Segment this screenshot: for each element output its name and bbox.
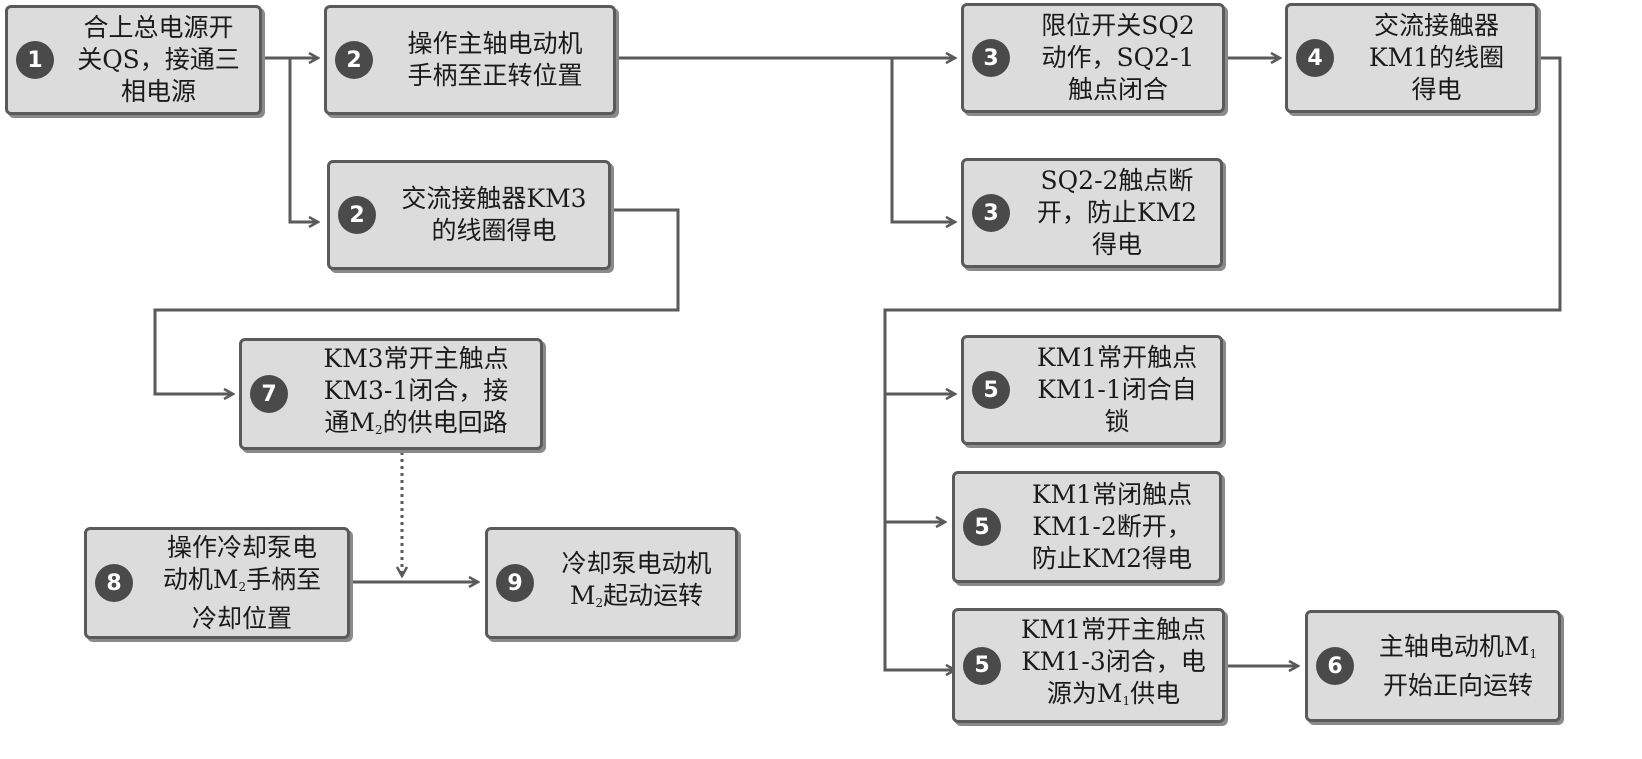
step-text-line: 合上总电源开 <box>83 13 234 42</box>
step-text-line: 限位开关SQ2 <box>1041 11 1195 40</box>
step-number-badge: 2 <box>338 196 376 234</box>
arrow-to-3b <box>890 58 955 222</box>
step-text-line: KM1-2断开， <box>1032 512 1192 541</box>
step-text-part: 源为M <box>1046 679 1123 708</box>
step-text-line: 动作，SQ2-1 <box>1041 43 1195 72</box>
step-6-box: 6 主轴电动机M1 开始正向运转 <box>1305 610 1561 722</box>
step-text-line: 相电源 <box>120 77 196 106</box>
step-number-badge: 5 <box>972 371 1010 409</box>
step-text-line: KM1的线圈 <box>1368 43 1505 72</box>
step-number-badge: 5 <box>963 508 1001 546</box>
step-text-part: 通M <box>324 407 375 437</box>
step-text-line: KM3常开主触点 <box>323 343 509 373</box>
step-4-box: 4 交流接触器 KM1的线圈 得电 <box>1285 3 1538 113</box>
step-8-box: 8 操作冷却泵电 动机M2手柄至 冷却位置 <box>84 527 350 639</box>
step-text-part: 起动运转 <box>603 580 704 610</box>
step-text-line: 操作冷却泵电 <box>166 532 317 562</box>
step-text-part: 主轴电动机M <box>1378 631 1530 661</box>
step-text-line: 锁 <box>1104 407 1130 436</box>
step-5c-box: 5 KM1常开主触点 KM1-3闭合，电 源为M1供电 <box>952 608 1225 723</box>
step-text-line: 关QS，接通三 <box>77 45 240 74</box>
step-number-badge: 8 <box>95 564 133 602</box>
step-text-line: 操作主轴电动机 <box>407 29 583 58</box>
step-text-line: KM1-1闭合自 <box>1037 375 1197 404</box>
subscript: 1 <box>1122 694 1131 708</box>
step-text-line: 得电 <box>1091 230 1142 259</box>
step-3a-box: 3 限位开关SQ2 动作，SQ2-1 触点闭合 <box>961 3 1225 113</box>
step-text-line: 的线圈得电 <box>431 216 557 245</box>
step-text-part: M <box>569 580 596 610</box>
step-text-line: 得电 <box>1411 75 1462 104</box>
step-9-box: 9 冷却泵电动机 M2起动运转 <box>485 527 738 639</box>
step-text-line: 防止KM2得电 <box>1031 544 1193 573</box>
arrow-4-to-branches <box>883 56 1562 670</box>
step-text-line: 主轴电动机M1 <box>1364 631 1552 670</box>
step-text-line: 开，防止KM2 <box>1036 198 1198 227</box>
step-text-line: 交流接触器KM3 <box>401 184 587 213</box>
step-number-badge: 9 <box>496 564 534 602</box>
step-number-badge: 6 <box>1316 647 1354 685</box>
step-text-line: KM3-1闭合，接 <box>323 375 509 405</box>
step-text-part: 手柄至 <box>246 564 322 594</box>
subscript: 2 <box>374 422 383 437</box>
step-text-part: 动机M <box>162 564 239 594</box>
step-5b-box: 5 KM1常闭触点 KM1-2断开， 防止KM2得电 <box>952 471 1222 583</box>
step-text-part: 供电 <box>1130 679 1181 708</box>
step-text-line: 冷却泵电动机 <box>561 548 712 578</box>
step-text-part: 的供电回路 <box>382 407 508 437</box>
step-text-line: 触点闭合 <box>1067 75 1168 104</box>
step-text-line: SQ2-2触点断 <box>1040 166 1194 195</box>
step-5a-box: 5 KM1常开触点 KM1-1闭合自 锁 <box>961 335 1223 445</box>
subscript: 2 <box>238 579 247 594</box>
step-number-badge: 2 <box>335 41 373 79</box>
step-2a-box: 2 操作主轴电动机 手柄至正转位置 <box>324 5 616 115</box>
step-3b-box: 3 SQ2-2触点断 开，防止KM2 得电 <box>961 158 1223 268</box>
arrow-1-to-2b <box>288 58 318 222</box>
step-number-badge: 3 <box>972 194 1010 232</box>
step-text-line: KM1-3闭合，电 <box>1021 647 1206 676</box>
arrow-2b-to-7 <box>153 208 680 394</box>
step-text-line: M2起动运转 <box>544 580 729 619</box>
subscript: 1 <box>1529 646 1538 661</box>
step-number-badge: 7 <box>250 375 288 413</box>
step-text-line: KM1常开触点 <box>1036 343 1198 372</box>
step-text-line: KM1常开主触点 <box>1020 615 1207 644</box>
step-number-badge: 4 <box>1296 39 1334 77</box>
step-text-line: 通M2的供电回路 <box>298 407 534 446</box>
step-1-box: 1 合上总电源开 关QS，接通三 相电源 <box>5 5 262 115</box>
step-text-line: 动机M2手柄至 <box>143 564 341 603</box>
step-text-line: 开始正向运转 <box>1382 670 1533 700</box>
step-number-badge: 5 <box>963 646 1001 685</box>
step-2b-box: 2 交流接触器KM3 的线圈得电 <box>327 160 611 270</box>
step-text-line: 源为M1供电 <box>1011 678 1216 717</box>
step-number-badge: 3 <box>972 39 1010 77</box>
step-number-badge: 1 <box>16 41 54 79</box>
step-text-line: 交流接触器 <box>1373 11 1499 40</box>
step-text-line: 冷却位置 <box>191 603 292 633</box>
step-text-line: 手柄至正转位置 <box>407 61 583 90</box>
subscript: 2 <box>595 595 604 610</box>
step-7-box: 7 KM3常开主触点 KM3-1闭合，接 通M2的供电回路 <box>239 338 543 450</box>
step-text-line: KM1常闭触点 <box>1031 480 1193 509</box>
